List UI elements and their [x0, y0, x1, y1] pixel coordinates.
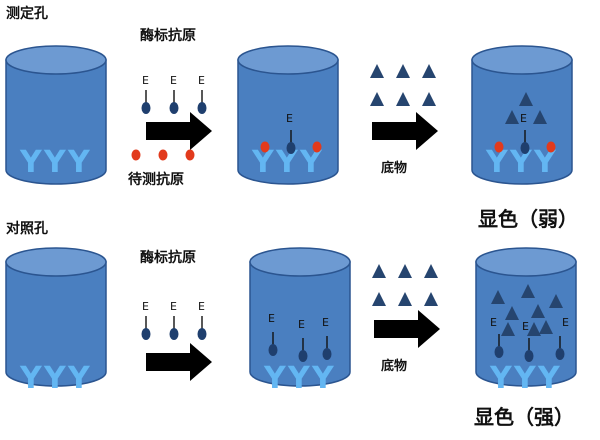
substrate-triangle-icon — [370, 92, 384, 106]
result-strong-label: 显色（强） — [474, 405, 574, 429]
test-well-cylinder-empty: Y Y Y — [5, 45, 107, 185]
enzyme-antigen-icon — [168, 315, 180, 341]
antibody-icon: Y — [43, 361, 67, 396]
substrate-triangle-icon — [370, 64, 384, 78]
enzyme-e-label: E — [170, 74, 177, 87]
enzyme-antigen-icon — [196, 89, 208, 115]
sample-antigen-icon — [494, 141, 504, 153]
substrate-triangle-icon — [396, 92, 410, 106]
test-well-title: 测定孔 — [6, 5, 48, 22]
enzyme-e-label: E — [268, 312, 275, 325]
enzyme-antigen-group: E E E — [140, 74, 208, 115]
enzyme-e-label: E — [142, 300, 149, 313]
control-well-cylinder-bound: Y Y Y E E E — [249, 247, 351, 396]
antibody-icon: Y — [67, 361, 91, 396]
sample-antigen-icon — [158, 149, 168, 161]
substrate-triangle-icon — [424, 292, 438, 306]
arrow-icon — [146, 112, 212, 150]
enzyme-e-label: E — [198, 300, 205, 313]
sample-antigen-label: 待测抗原 — [128, 171, 184, 188]
test-well-cylinder-bound: Y Y Y E — [237, 45, 339, 185]
enzyme-antigen-icon — [140, 315, 152, 341]
antibody-icon: Y — [19, 145, 43, 180]
substrate-label: 底物 — [381, 160, 407, 176]
enzyme-antigen-icon — [196, 315, 208, 341]
antibody-icon: Y — [67, 145, 91, 180]
antibody-icon: Y — [489, 361, 513, 396]
substrate-triangle-icon — [372, 264, 386, 278]
antibody-icon: Y — [311, 361, 335, 396]
control-well-title: 对照孔 — [6, 220, 48, 237]
antibody-icon: Y — [43, 145, 67, 180]
substrate-triangle-icon — [396, 64, 410, 78]
enzyme-e-label: E — [142, 74, 149, 87]
enzyme-e-label: E — [170, 300, 177, 313]
enzyme-antigen-group: E E E — [140, 300, 208, 341]
enzyme-antigen-icon — [140, 89, 152, 115]
enzyme-e-label: E — [522, 320, 529, 333]
sample-antigen-icon — [131, 149, 141, 161]
substrate-group — [372, 264, 438, 306]
control-well-cylinder-result: Y Y Y E E E — [475, 247, 577, 396]
substrate-triangle-icon — [422, 64, 436, 78]
substrate-triangle-icon — [422, 92, 436, 106]
enzyme-e-label: E — [322, 316, 329, 329]
antibody-icon: Y — [263, 361, 287, 396]
enzyme-e-label: E — [562, 316, 569, 329]
antibody-icon: Y — [509, 145, 533, 180]
sample-antigen-icon — [312, 141, 322, 153]
arrow-icon — [372, 112, 438, 150]
enzyme-e-label: E — [520, 112, 527, 125]
antibody-icon: Y — [537, 361, 561, 396]
enzyme-e-label: E — [198, 74, 205, 87]
arrow-icon — [374, 310, 440, 348]
enzyme-antigen-icon — [168, 89, 180, 115]
enzyme-antigen-label: 酶标抗原 — [140, 27, 196, 44]
result-weak-label: 显色（弱） — [478, 207, 578, 231]
substrate-triangle-icon — [398, 292, 412, 306]
sample-antigen-icon — [546, 141, 556, 153]
substrate-triangle-icon — [398, 264, 412, 278]
arrow-icon — [146, 343, 212, 381]
control-well-cylinder-empty: Y Y Y — [5, 247, 107, 396]
antibody-row: Y Y Y — [19, 145, 91, 180]
antibody-icon: Y — [513, 361, 537, 396]
enzyme-e-label: E — [298, 318, 305, 331]
substrate-label: 底物 — [381, 358, 407, 374]
substrate-group — [370, 64, 436, 106]
antibody-icon: Y — [275, 145, 299, 180]
sample-antigen-icon — [185, 149, 195, 161]
enzyme-e-label: E — [286, 112, 293, 125]
antibody-icon: Y — [287, 361, 311, 396]
sample-antigen-group — [131, 149, 195, 161]
enzyme-e-label: E — [490, 316, 497, 329]
sample-antigen-icon — [260, 141, 270, 153]
enzyme-antigen-label: 酶标抗原 — [140, 249, 196, 266]
antibody-icon: Y — [19, 361, 43, 396]
substrate-triangle-icon — [424, 264, 438, 278]
test-well-cylinder-result: Y Y Y E — [471, 45, 573, 185]
substrate-triangle-icon — [372, 292, 386, 306]
